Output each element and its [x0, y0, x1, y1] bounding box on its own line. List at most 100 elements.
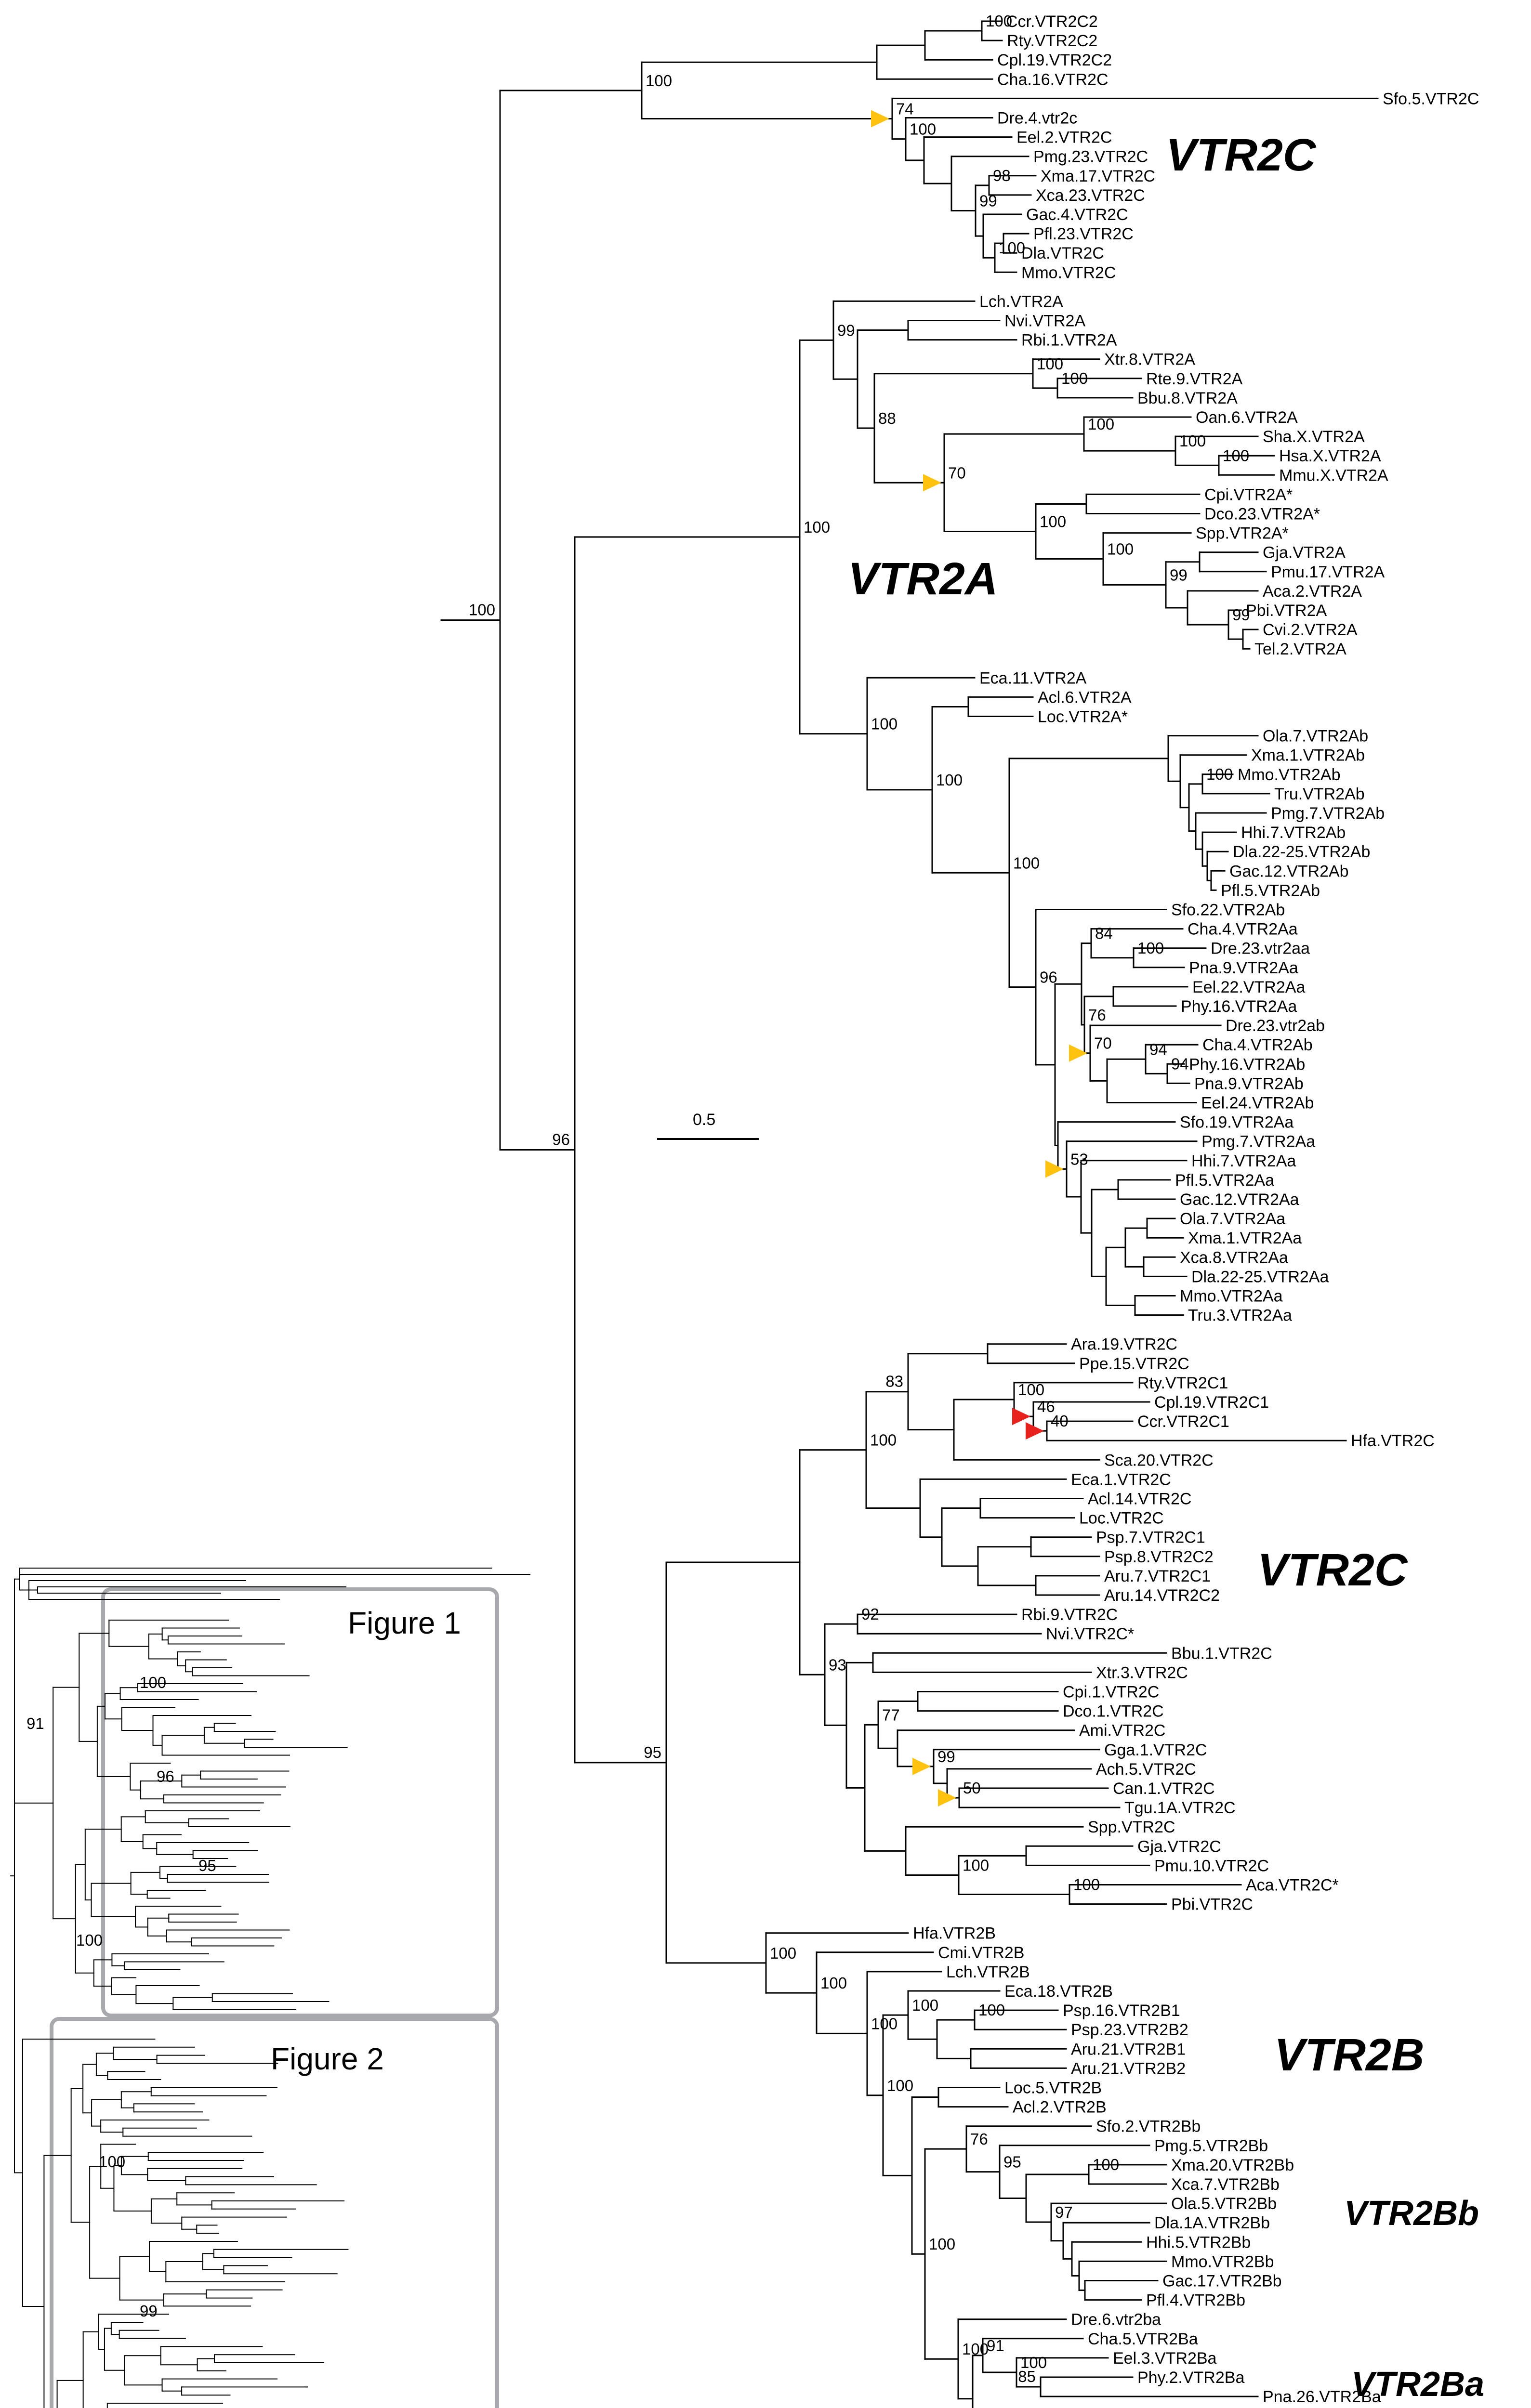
taxon-label: Cha.16.VTR2C [997, 70, 1109, 89]
clade-label-vtr2bb: VTR2Bb [1344, 2194, 1479, 2233]
taxon-label: Tru.VTR2Ab [1274, 785, 1365, 803]
taxon-label: Cha.4.VTR2Ab [1202, 1036, 1313, 1054]
taxon-label: Tru.3.VTR2Aa [1188, 1307, 1292, 1325]
taxon-label: Pfl.5.VTR2Ab [1221, 881, 1320, 900]
taxon-label: Eel.2.VTR2C [1016, 129, 1112, 147]
taxon-label: Pfl.4.VTR2Bb [1146, 2291, 1245, 2310]
taxon-label: Dco.1.VTR2C [1063, 1702, 1164, 1721]
taxon-label: Aru.21.VTR2B2 [1071, 2059, 1186, 2078]
support-value: 99 [140, 2302, 158, 2320]
support-value: 99 [837, 321, 855, 339]
clade-label-vtr2ba: VTR2Ba [1351, 2365, 1485, 2404]
clade-label-vtr2b: VTR2B [1274, 2029, 1425, 2081]
taxon-label: Rbi.9.VTR2C [1021, 1606, 1118, 1624]
support-value: 46 [1037, 1398, 1055, 1415]
taxon-label: Rty.VTR2C1 [1137, 1374, 1228, 1392]
inset-box-figure2 [50, 2017, 499, 2408]
taxon-label: Mmo.VTR2Aa [1180, 1287, 1283, 1306]
taxon-label: Pmg.7.VTR2Ab [1271, 804, 1385, 823]
taxon-label: Gga.1.VTR2C [1104, 1741, 1207, 1759]
taxon-label: Sfo.2.VTR2Bb [1096, 2118, 1201, 2136]
support-value: 100 [936, 771, 963, 789]
taxon-label: Gja.VTR2C [1137, 1837, 1221, 1856]
yellow-arrow-icon [871, 110, 889, 128]
taxon-label: Mmo.VTR2C [1021, 263, 1116, 282]
taxon-label: Gac.12.VTR2Ab [1229, 862, 1349, 880]
taxon-label: Lch.VTR2B [946, 1963, 1030, 1981]
taxon-label: Sha.X.VTR2A [1263, 428, 1365, 446]
taxon-label: Pbi.VTR2C [1171, 1896, 1253, 1914]
taxon-label: Pmg.7.VTR2Aa [1201, 1133, 1315, 1151]
taxon-label: Hhi.7.VTR2Ab [1241, 824, 1346, 842]
taxon-label: Aru.14.VTR2C2 [1104, 1586, 1220, 1605]
taxon-label: Loc.VTR2C [1079, 1509, 1164, 1528]
clade-label-vtr2a: VTR2A [848, 553, 998, 604]
support-value: 100 [871, 2015, 897, 2032]
taxon-label: Dre.6.vtr2ba [1071, 2311, 1161, 2329]
taxon-label: Psp.8.VTR2C2 [1104, 1548, 1214, 1566]
taxon-label: Dla.22-25.VTR2Ab [1233, 843, 1370, 861]
taxon-label: Dco.23.VTR2A* [1204, 505, 1320, 523]
taxon-label: Gac.17.VTR2Bb [1162, 2272, 1282, 2290]
inset-box-figure1 [101, 1587, 499, 2017]
taxon-label: Phy.16.VTR2Ab [1189, 1055, 1305, 1073]
taxon-label: Psp.23.VTR2B2 [1071, 2021, 1188, 2039]
taxon-label: Oan.6.VTR2A [1196, 408, 1298, 427]
support-value: 88 [878, 409, 896, 427]
taxon-label: Sca.20.VTR2C [1104, 1451, 1214, 1469]
taxon-label: Acl.6.VTR2A [1038, 688, 1132, 707]
taxon-label: Ach.5.VTR2C [1096, 1760, 1196, 1779]
taxon-label: Rte.9.VTR2A [1146, 370, 1243, 388]
taxon-label: Pfl.5.VTR2Aa [1175, 1171, 1274, 1190]
yellow-arrow-icon [1069, 1044, 1087, 1062]
taxon-label: Xca.8.VTR2Aa [1180, 1248, 1288, 1267]
support-value: 76 [970, 2130, 988, 2148]
support-value: 53 [1070, 1150, 1088, 1168]
taxon-label: Cpl.19.VTR2C2 [997, 51, 1112, 69]
taxon-label: Nvi.VTR2A [1004, 312, 1085, 330]
support-value: 96 [552, 1130, 570, 1148]
support-value: 93 [829, 1656, 846, 1674]
taxon-label: Cha.5.VTR2Ba [1088, 2330, 1198, 2348]
taxon-label: Acl.2.VTR2B [1013, 2098, 1107, 2117]
support-value: 99 [1232, 606, 1250, 624]
taxon-label: Ara.19.VTR2C [1071, 1335, 1177, 1354]
taxon-label: Pbi.VTR2A [1246, 602, 1327, 620]
taxon-label: Gac.4.VTR2C [1026, 206, 1128, 224]
taxon-label: Phy.16.VTR2Aa [1181, 997, 1297, 1016]
support-value: 100 [963, 1856, 989, 1874]
support-value: 100 [910, 120, 936, 138]
red-arrow-icon [1012, 1408, 1030, 1426]
support-value: 100 [1013, 854, 1040, 872]
support-value: 100 [646, 72, 672, 90]
taxon-label: Dla.22-25.VTR2Aa [1191, 1268, 1329, 1286]
taxon-label: Tgu.1A.VTR2C [1124, 1799, 1236, 1817]
taxon-label: Hsa.X.VTR2A [1279, 447, 1381, 465]
taxon-label: Loc.VTR2A* [1038, 708, 1128, 726]
taxon-label: Mmu.X.VTR2A [1279, 466, 1388, 484]
taxon-label: Sfo.22.VTR2Ab [1171, 901, 1285, 919]
support-value: 83 [885, 1373, 903, 1390]
taxon-label: Cpi.1.VTR2C [1063, 1683, 1159, 1701]
taxon-label: Spp.VTR2A* [1196, 524, 1289, 543]
taxon-label: Dre.23.vtr2aa [1211, 940, 1310, 958]
support-value: 85 [1018, 2368, 1036, 2385]
support-value: 100 [1020, 2354, 1047, 2371]
taxon-label: Phy.2.VTR2Ba [1137, 2369, 1244, 2387]
support-value: 77 [882, 1706, 900, 1724]
taxon-label: Cvi.2.VTR2A [1263, 621, 1358, 639]
taxon-label: Xtr.3.VTR2C [1096, 1663, 1188, 1682]
support-value: 100 [1107, 540, 1134, 558]
support-value: 100 [1040, 512, 1066, 530]
taxon-label: Cha.4.VTR2Aa [1188, 920, 1298, 939]
taxon-label: Sfo.5.VTR2C [1383, 90, 1479, 108]
taxon-label: Xma.1.VTR2Aa [1188, 1229, 1302, 1247]
clade-label-vtr2c-mid: VTR2C [1257, 1544, 1408, 1596]
taxon-label: Eel.22.VTR2Aa [1192, 978, 1305, 996]
taxon-label: Dre.4.vtr2c [997, 109, 1077, 128]
support-value: 100 [1179, 432, 1206, 450]
taxon-label: Xma.1.VTR2Ab [1251, 746, 1365, 765]
support-value: 74 [896, 100, 914, 118]
support-value: 95 [198, 1857, 216, 1874]
taxon-label: Eel.3.VTR2Ba [1113, 2349, 1217, 2368]
